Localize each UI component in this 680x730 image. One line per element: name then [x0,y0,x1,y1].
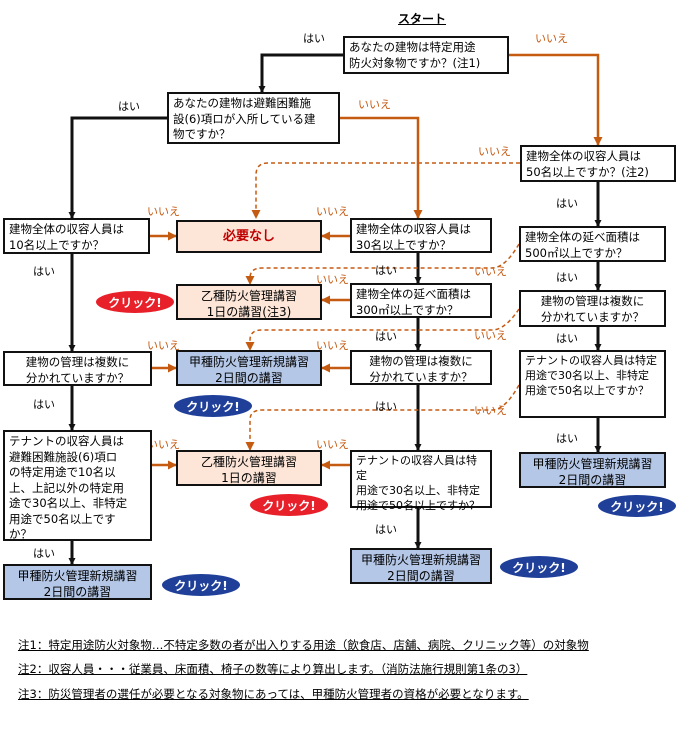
footnote-1: 注1：特定用途防火対象物…不特定多数の者が出入りする用途（飲食店、店舗、病院、ク… [18,638,589,652]
question-specified-use: あなたの建物は特定用途防火対象物ですか？(注1) [343,36,509,74]
no-label: いいえ [474,404,507,417]
question-management-split-right: 建物の管理は複数に分かれていますか？ [519,290,666,327]
edge-q3-no [251,162,520,219]
yes-label: はい [375,400,397,413]
edge-q10-no [245,308,520,351]
click-button-otsu-1day[interactable]: クリック! [250,494,328,516]
yes-label: はい [118,100,140,113]
no-label: いいえ [316,205,349,218]
no-label: いいえ [147,438,180,451]
edge-q11-no [245,384,520,451]
edge-q1-no [509,53,603,146]
yes-label: はい [33,547,55,560]
edge-q6-no [245,243,520,285]
no-label: いいえ [478,145,511,158]
no-label: いいえ [535,32,568,45]
yes-label: はい [375,523,397,536]
click-button-otsu-1day-note3[interactable]: クリック! [96,291,174,313]
no-label: いいえ [358,98,391,111]
click-button-kou-center[interactable]: クリック! [500,556,578,578]
question-tenant-capacity-center: テナントの収容人員は特定用途で30名以上、非特定用途で50名以上ですか？ [350,450,492,512]
yes-label: はい [556,197,578,210]
question-evacuation-difficult: あなたの建物は避難困難施設(6)項ロが入所している建物ですか？ [167,92,340,144]
question-tenant-capacity-left: テナントの収容人員は避難困難施設(6)項ロの特定用途で10名以上、上記以外の特定… [3,430,152,541]
result-not-required: 必要なし [176,220,322,253]
yes-label: はい [33,265,55,278]
footnote-3: 注3：防災管理者の選任が必要となる対象物にあっては、甲種防火管理者の資格が必要と… [18,687,529,701]
no-label: いいえ [147,205,180,218]
question-management-split-left: 建物の管理は複数に分かれていますか？ [3,351,152,386]
yes-label: はい [556,332,578,345]
yes-label: はい [375,264,397,277]
yes-label: はい [556,432,578,445]
yes-label: はい [33,398,55,411]
no-label: いいえ [147,339,180,352]
no-label: いいえ [316,339,349,352]
question-tenant-capacity-right: テナントの収容人員は特定用途で30名以上、非特定用途で50名以上ですか？ [519,350,666,418]
yes-label: はい [303,32,325,45]
no-label: いいえ [474,329,507,342]
yes-label: はい [375,330,397,343]
click-button-kou-right[interactable]: クリック! [598,495,676,517]
footnote-2: 注2：収容人員・・・従業員、床面積、椅子の数等により算出します。（消防法施行規則… [18,662,528,676]
click-button-kou-left[interactable]: クリック! [162,574,240,596]
edge-q1-yes [258,53,343,93]
edge-q2-no [340,116,423,219]
question-management-split-center: 建物の管理は複数に分かれていますか？ [350,350,492,385]
no-label: いいえ [316,438,349,451]
no-label: いいえ [316,273,349,286]
start-label: スタート [398,12,447,26]
edge-q2-yes [68,116,167,219]
no-label: いいえ [474,265,507,278]
click-button-kou-middle[interactable]: クリック! [174,395,252,417]
yes-label: はい [556,271,578,284]
